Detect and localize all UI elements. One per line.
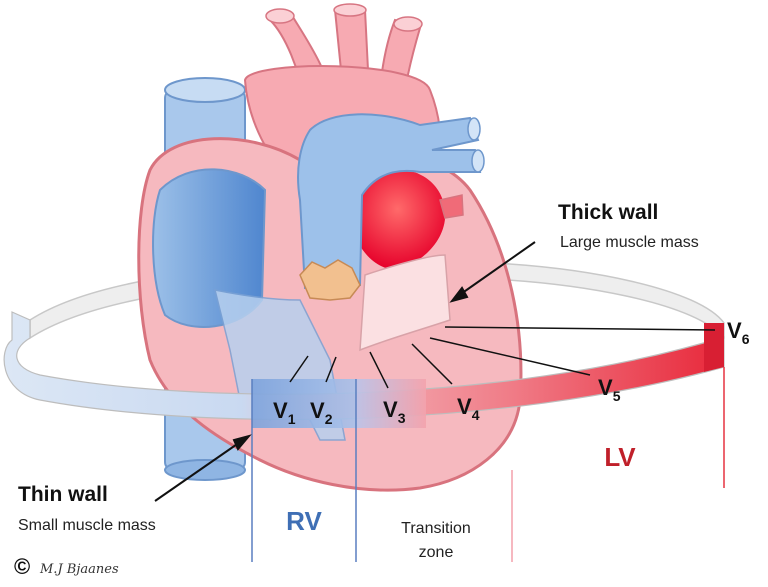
thick-wall-title: Thick wall xyxy=(558,201,658,224)
lead-label-v4: V4 xyxy=(457,394,480,423)
rv-band-highlight xyxy=(252,379,356,428)
pulmonary-artery xyxy=(297,113,485,290)
lead-label-v5: V5 xyxy=(598,375,621,404)
thin-wall-arrowhead xyxy=(232,434,252,451)
lead-vector-v1 xyxy=(289,355,309,383)
pointer-arrows xyxy=(154,241,536,502)
thick-wall-subtitle: Large muscle mass xyxy=(560,234,699,251)
zone-boundaries xyxy=(251,367,725,562)
lead-label-v3: V3 xyxy=(383,397,406,426)
lead-label-v1: V1 xyxy=(273,398,296,427)
copyright-symbol: © xyxy=(14,554,30,579)
lead-vector-v2 xyxy=(325,356,337,383)
author-signature: M.J Bjaanes xyxy=(39,562,119,577)
transition-zone-label-line1: Transition xyxy=(401,520,471,537)
rv-label: RV xyxy=(286,506,322,536)
right-atrium xyxy=(152,168,267,328)
lead-label-v6: V6 xyxy=(727,318,750,347)
lv-label: LV xyxy=(604,442,636,472)
thick-wall-arrow xyxy=(457,241,536,297)
lead-vector-v3 xyxy=(369,351,389,389)
left-atrial-appendage xyxy=(439,194,464,219)
pulmonary-valve xyxy=(299,259,361,301)
thick-wall-region xyxy=(359,254,451,352)
lead-vector-v4 xyxy=(411,343,453,385)
thick-wall-arrowhead xyxy=(449,286,469,303)
thin-wall-subtitle: Small muscle mass xyxy=(18,517,156,534)
lead-labels: V1 V2 V3 V4 V5 V6 xyxy=(273,318,750,427)
lead-vector-v5 xyxy=(429,337,591,376)
thin-wall-title: Thin wall xyxy=(18,483,108,506)
lead-vectors xyxy=(289,326,716,389)
lead-label-v2: V2 xyxy=(310,398,333,427)
transition-band-highlight xyxy=(356,379,426,428)
thin-wall-arrow xyxy=(154,439,244,502)
lead-vector-v6 xyxy=(444,326,716,331)
left-ventricle-chamber xyxy=(350,168,446,270)
transition-zone-label-line2: zone xyxy=(419,544,454,561)
band-right-end xyxy=(704,323,724,372)
